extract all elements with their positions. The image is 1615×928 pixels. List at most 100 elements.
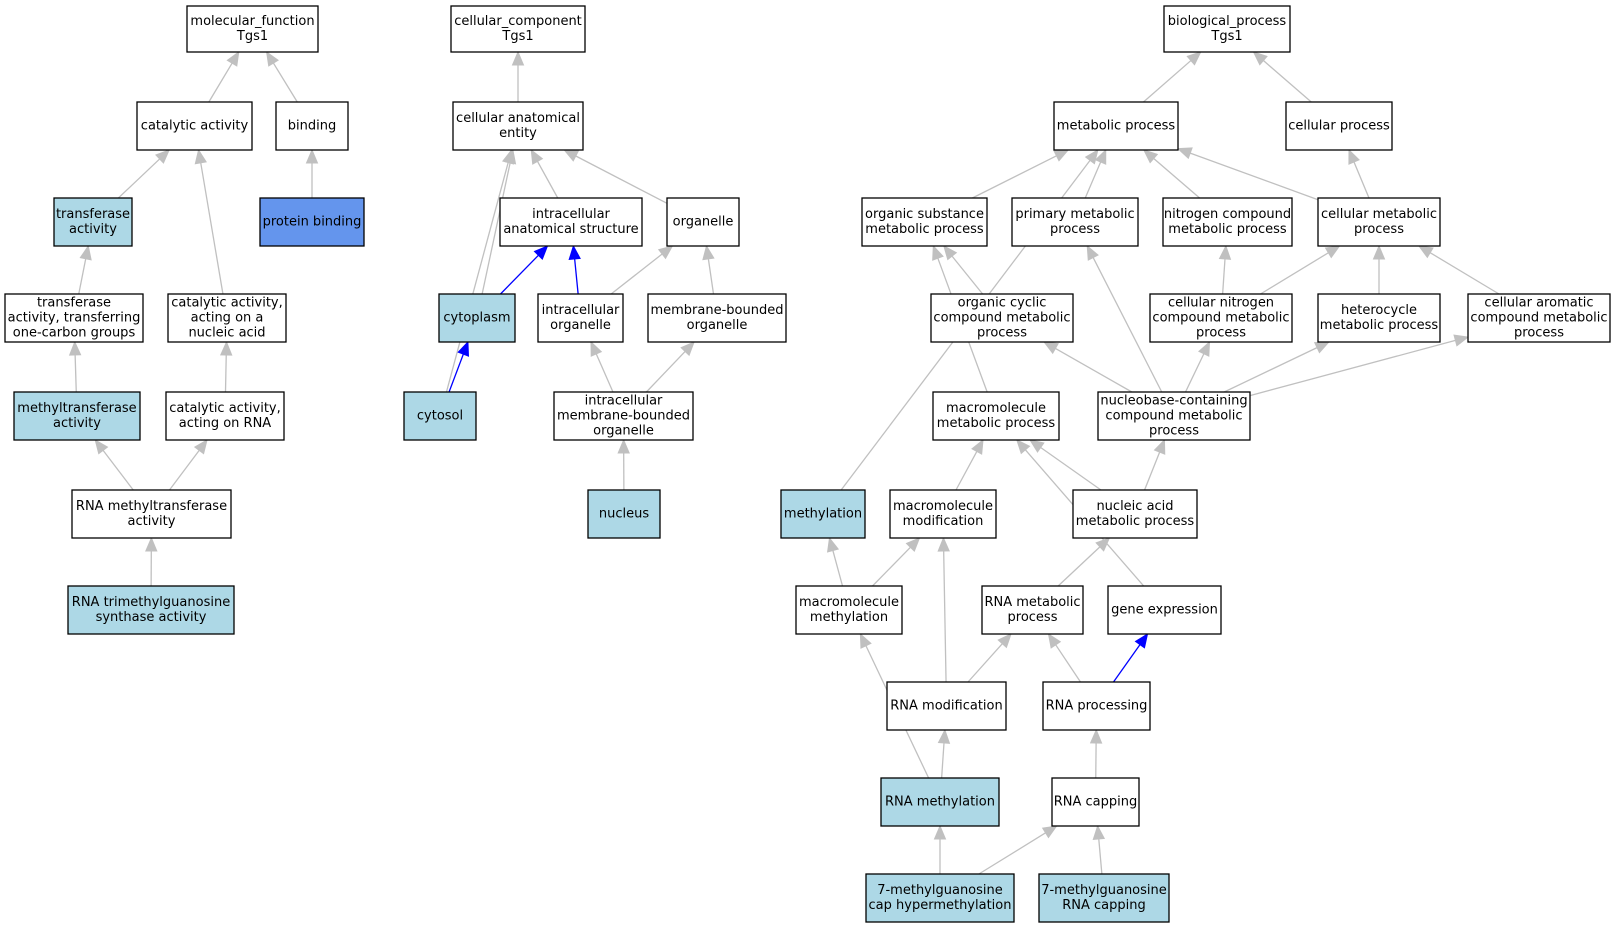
arrowhead-icon <box>1043 341 1059 355</box>
node-label: catalytic activity <box>141 119 249 134</box>
node-metab[interactable]: metabolic process <box>1053 101 1179 151</box>
edge-catrna-to-catnuc <box>219 340 233 393</box>
node-label: cytoplasm <box>443 311 510 326</box>
arrowhead-icon <box>1313 341 1330 354</box>
node-pbind[interactable]: protein binding <box>259 197 365 247</box>
arrowhead-icon <box>457 340 470 357</box>
node-rnameth[interactable]: RNA methylation <box>880 777 1000 827</box>
arrowhead-icon <box>1084 148 1099 165</box>
edge-line <box>1153 157 1201 199</box>
node-catrna[interactable]: catalytic activity,acting on RNA <box>165 391 285 441</box>
arrowhead-icon <box>1198 340 1211 357</box>
node-label: macromolecule <box>799 595 899 610</box>
edge-cncmp-to-cmp <box>1260 245 1341 295</box>
edge-capmeth-to-rnacap <box>978 825 1058 875</box>
node-label: intracellular <box>532 207 610 222</box>
node-label: metabolic process <box>1168 222 1287 237</box>
node-label: compound metabolic <box>1470 311 1607 326</box>
node-label: catalytic activity, <box>169 401 281 416</box>
edge-mbo-to-org <box>702 244 715 295</box>
arrowhead-icon <box>1089 728 1103 744</box>
node-gexp[interactable]: gene expression <box>1107 585 1222 635</box>
node-meth[interactable]: methylation <box>780 489 866 539</box>
node-cat[interactable]: catalytic activity <box>136 101 253 151</box>
node-label: organelle <box>593 424 654 439</box>
edge-catnuc-to-cat <box>194 148 224 295</box>
node-label: transferase <box>37 296 111 311</box>
node-box <box>1317 293 1441 343</box>
edge-line <box>595 353 614 393</box>
node-rnamod[interactable]: RNA modification <box>886 681 1007 731</box>
edge-mmeth-to-meth <box>826 536 844 587</box>
node-label: process <box>1008 610 1058 625</box>
node-label: process <box>1354 222 1404 237</box>
node-box <box>165 391 285 441</box>
node-box <box>1038 873 1170 923</box>
node-rnaproc[interactable]: RNA processing <box>1042 681 1151 731</box>
node-box <box>1162 197 1293 247</box>
node-cyto[interactable]: cytoplasm <box>438 293 516 343</box>
edge-cyto-to-ias <box>500 245 549 295</box>
node-label: RNA metabolic <box>984 595 1080 610</box>
node-label: cellular anatomical <box>456 111 580 126</box>
edge-line <box>224 354 227 393</box>
node-rnacap[interactable]: RNA capping <box>1051 777 1140 827</box>
edge-imbo-to-iorg <box>590 340 614 393</box>
edge-line <box>1223 347 1318 393</box>
node-label: acting on RNA <box>179 416 272 431</box>
node-label: organelle <box>673 215 734 230</box>
node-label: acting on a <box>191 311 264 326</box>
node-label: activity <box>53 416 101 431</box>
node-box <box>587 489 661 539</box>
node-label: gene expression <box>1111 603 1218 618</box>
node-cytosol[interactable]: cytosol <box>403 391 477 441</box>
edge-ncmp-to-metab <box>1142 149 1201 199</box>
edge-line <box>1260 252 1329 295</box>
node-bind[interactable]: binding <box>275 101 349 151</box>
edge-line <box>117 158 161 199</box>
node-box <box>499 197 643 247</box>
node-label: protein binding <box>263 215 362 230</box>
node-label: process <box>1196 326 1246 341</box>
node-nucleus[interactable]: nucleus <box>587 489 661 539</box>
node-label: heterocycle <box>1341 303 1417 318</box>
node-org[interactable]: organelle <box>666 197 740 247</box>
edge-line <box>940 742 945 779</box>
node-label: methylation <box>784 507 862 522</box>
edge-rnamod-to-rnamp <box>967 633 1012 683</box>
edge-cacmp-to-cmp <box>1417 245 1500 295</box>
node-cellproc[interactable]: cellular process <box>1285 101 1393 151</box>
edge-line <box>1040 446 1102 491</box>
